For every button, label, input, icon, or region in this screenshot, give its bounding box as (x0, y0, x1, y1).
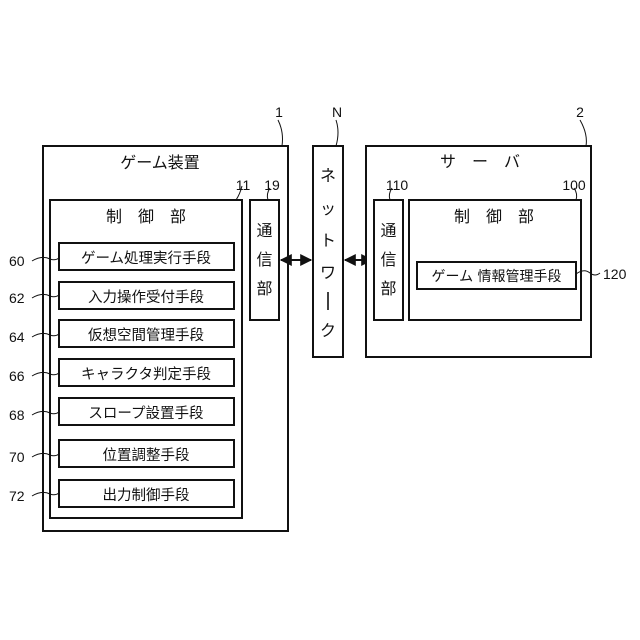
means-label: スロープ設置手段 (88, 405, 203, 422)
means-box-60: ゲーム処理実行手段 (59, 243, 234, 270)
means-label: 出力制御手段 (103, 487, 190, 504)
ref-device-control: 11 (236, 177, 251, 193)
leader-line-2 (580, 120, 586, 146)
means-box-72: 出力制御手段 (59, 480, 234, 507)
server-comm-char: 信 (380, 250, 396, 269)
ref-64: 64 (9, 329, 25, 345)
server-means-label: ゲーム 情報管理手段 (431, 269, 561, 285)
server-comm-char: 部 (380, 279, 396, 298)
device-comm-box: 通 信 部 (250, 200, 279, 320)
means-box-64: 仮想空間管理手段 (59, 320, 234, 347)
server-control-box: 制 御 部 (409, 200, 581, 320)
network-char: ワ (320, 263, 336, 282)
ref-device-comm: 19 (264, 177, 280, 193)
ref-70: 70 (9, 449, 25, 465)
network-char: ネ (320, 166, 336, 185)
device-comm-char: 信 (256, 250, 272, 269)
means-box-62: 入力操作受付手段 (59, 282, 234, 309)
ref-server-means: 120 (603, 266, 627, 282)
server-control-title: 制 御 部 (454, 207, 534, 226)
means-box-68: スロープ設置手段 (59, 398, 234, 425)
server-comm-char: 通 (380, 221, 396, 240)
ref-network: N (332, 104, 342, 120)
ref-game-device: 1 (275, 104, 283, 120)
means-box-70: 位置調整手段 (59, 440, 234, 467)
ref-66: 66 (9, 368, 25, 384)
ref-server-control: 100 (562, 177, 586, 193)
means-box-66: キャラクタ判定手段 (59, 359, 234, 386)
game-device-title: ゲーム装置 (120, 153, 200, 172)
server-title: サ ー バ (440, 152, 520, 171)
ref-60: 60 (9, 253, 25, 269)
means-list: ゲーム処理実行手段 入力操作受付手段 仮想空間管理手段 キャラクタ判定手段 スロ… (59, 243, 234, 507)
device-comm-char: 通 (256, 221, 272, 240)
ref-72: 72 (9, 488, 25, 504)
ref-server: 2 (576, 104, 584, 120)
means-label: 位置調整手段 (103, 447, 190, 464)
leader-line-1 (278, 120, 283, 146)
server-comm-box: 通 信 部 (374, 200, 403, 320)
means-label: ゲーム処理実行手段 (81, 250, 211, 267)
device-control-title: 制 御 部 (106, 207, 186, 226)
leader-line-N (336, 120, 338, 146)
means-label: 入力操作受付手段 (88, 289, 204, 306)
device-comm-char: 部 (256, 279, 272, 298)
network-box: ネ ッ ト ワ ク (313, 146, 343, 357)
ref-62: 62 (9, 290, 25, 306)
ref-68: 68 (9, 407, 25, 423)
means-label: 仮想空間管理手段 (88, 327, 204, 344)
network-char: ト (320, 231, 336, 250)
means-label: キャラクタ判定手段 (81, 366, 211, 383)
server-means-box: ゲーム 情報管理手段 (417, 262, 576, 289)
ref-server-comm: 110 (386, 177, 409, 193)
network-char: ク (320, 321, 336, 340)
network-char: ッ (320, 199, 336, 218)
